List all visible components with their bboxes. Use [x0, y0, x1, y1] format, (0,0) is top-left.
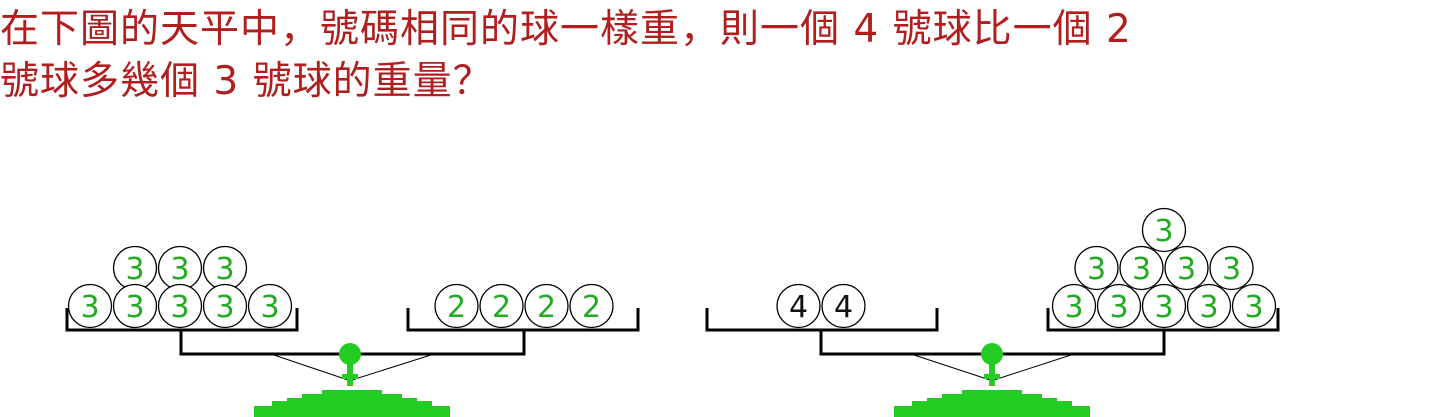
right-pan-ball-circle: [1141, 207, 1187, 253]
left-pan-ball-circle: [112, 283, 158, 329]
left-pan-ball: 3: [247, 283, 293, 329]
left-pan-ball: 3: [202, 245, 248, 291]
left-pan: [65, 308, 299, 332]
right-pan-ball: 2: [524, 283, 569, 329]
stand-cross: [984, 374, 1000, 379]
right-pan-ball-circle: [1119, 245, 1164, 291]
right-pan-ball-label: 3: [1109, 290, 1128, 325]
left-pan-ball: 3: [112, 245, 158, 291]
right-pan-ball: 3: [1141, 207, 1187, 253]
question-text: 在下圖的天平中，號碼相同的球一樣重，則一個 4 號球比一個 2 號球多幾個 3 …: [0, 4, 1430, 108]
right-pan-ball-label: 3: [1244, 290, 1263, 325]
stand-base-step: [927, 398, 1057, 403]
right-pan-ball-label: 3: [1132, 252, 1151, 287]
right-pan-ball-circle: [1074, 245, 1119, 291]
right-pan-ball-circle: [524, 283, 569, 329]
stand-base-step: [912, 401, 1072, 406]
right-pan-ball-label: 3: [1222, 252, 1241, 287]
left-pan-ball-label: 4: [834, 290, 853, 325]
support-string-left: [270, 353, 349, 381]
right-pan-ball: 3: [1119, 245, 1164, 291]
right-pan-ball-label: 2: [537, 290, 556, 325]
stand-base-step: [272, 401, 432, 406]
question-line-1: 在下圖的天平中，號碼相同的球一樣重，則一個 4 號球比一個 2: [0, 7, 1132, 52]
right-pan-ball-label: 3: [1154, 290, 1173, 325]
left-pan-ball-label: 3: [80, 290, 99, 325]
left-pan-ball-circle: [202, 283, 248, 329]
left-pan-ball-label: 3: [125, 290, 144, 325]
left-pan-ball-label: 3: [170, 290, 189, 325]
right-pan-ball-circle: [1096, 283, 1142, 329]
left-pan-ball-circle: [821, 283, 866, 329]
right-pan-ball: 2: [479, 283, 524, 329]
left-pan-ball-label: 4: [789, 290, 808, 325]
left-pan-ball-circle: [247, 283, 293, 329]
right-pan-ball-circle: [569, 283, 614, 329]
support-string-left: [910, 353, 991, 381]
right-pan-ball-label: 3: [1199, 290, 1218, 325]
right-pan-ball-label: 3: [1154, 214, 1173, 249]
left-pan-ball-label: 3: [215, 290, 234, 325]
question-line-2: 號球多幾個 3 號球的重量？: [0, 59, 493, 104]
right-pan-ball-circle: [1051, 283, 1097, 329]
right-pan-ball-circle: [1164, 245, 1209, 291]
left-pan-ball-circle: [157, 283, 203, 329]
stand-base-step: [894, 406, 1090, 417]
left-pan-ball-circle: [776, 283, 821, 329]
right-pan: [1046, 308, 1280, 332]
left-pan: [705, 308, 939, 332]
left-pan-ball-label: 3: [125, 252, 144, 287]
stand-post: [989, 354, 995, 386]
stand-base-step: [287, 398, 417, 403]
right-pan-ball: 3: [1074, 245, 1119, 291]
right-pan-ball: 2: [569, 283, 614, 329]
stand-base-step: [942, 394, 1042, 400]
right-pan-ball-circle: [1141, 283, 1187, 329]
right-pan-ball-label: 3: [1087, 252, 1106, 287]
right-pan-ball: 3: [1164, 245, 1209, 291]
right-pan-ball-label: 2: [582, 290, 601, 325]
left-pan-ball-circle: [67, 283, 113, 329]
right-pan-ball-circle: [1209, 245, 1254, 291]
stand-cross: [342, 374, 358, 379]
right-pan-ball-label: 2: [492, 290, 511, 325]
left-pan-ball: 4: [776, 283, 821, 329]
right-pan-ball: 3: [1231, 283, 1277, 329]
stand-base-step: [254, 406, 450, 417]
right-pan-ball-label: 2: [447, 290, 466, 325]
right-pan-ball-label: 3: [1177, 252, 1196, 287]
left-pan-ball-label: 3: [215, 252, 234, 287]
left-pan-ball: 4: [821, 283, 866, 329]
support-string-right: [993, 353, 1075, 381]
right-pan-ball: 2: [434, 283, 479, 329]
right-pan: [406, 308, 640, 332]
stand-base-step: [302, 394, 402, 400]
right-pan-ball-circle: [434, 283, 479, 329]
stand-post: [347, 354, 353, 386]
support-string-right: [351, 353, 435, 381]
right-pan-ball: 3: [1141, 283, 1187, 329]
left-pan-ball-label: 3: [260, 290, 279, 325]
left-pan-ball: 3: [202, 283, 248, 329]
right-pan-ball: 3: [1186, 283, 1232, 329]
right-pan-ball: 3: [1096, 283, 1142, 329]
right-pan-ball-circle: [1186, 283, 1232, 329]
left-pan-ball: 3: [157, 283, 203, 329]
right-pan-ball-circle: [1231, 283, 1277, 329]
right-pan-ball: 3: [1051, 283, 1097, 329]
right-pan-ball: 3: [1209, 245, 1254, 291]
left-pan-ball: 3: [157, 245, 203, 291]
left-pan-ball: 3: [67, 283, 113, 329]
right-pan-ball-label: 3: [1064, 290, 1083, 325]
left-pan-ball-label: 3: [170, 252, 189, 287]
left-pan-ball: 3: [112, 283, 158, 329]
right-pan-ball-circle: [479, 283, 524, 329]
